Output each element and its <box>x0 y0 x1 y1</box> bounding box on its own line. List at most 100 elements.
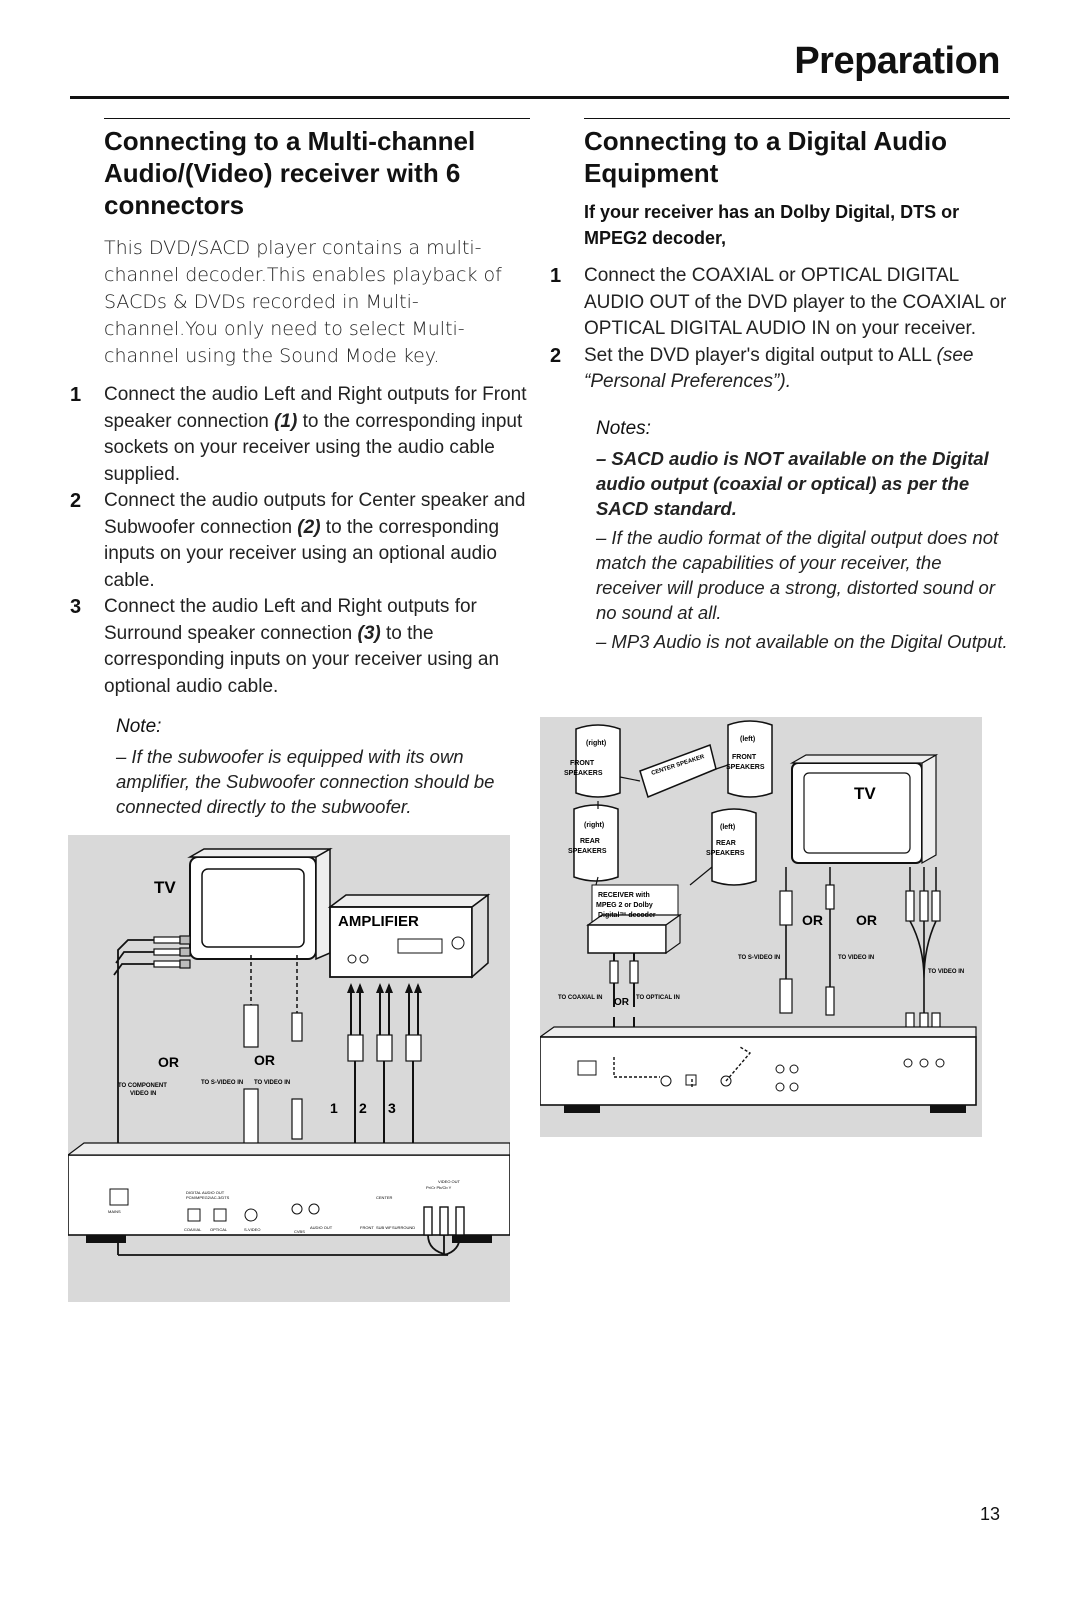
step-number: 1 <box>70 384 82 406</box>
title-line: Connecting to a Digital Audio <box>584 126 948 156</box>
video-cables <box>250 955 298 1015</box>
to-optical-in-label: TO OPTICAL IN <box>636 995 680 1001</box>
step-ref: (3) <box>357 622 381 644</box>
step-text: Connect the audio Left and Right outputs… <box>104 596 477 644</box>
front-speakers-label: SPEAKERS <box>726 764 765 771</box>
step-number: 2 <box>70 490 82 512</box>
notes-heading: Notes: <box>596 417 651 439</box>
video-plugs <box>243 1004 303 1150</box>
multichannel-connection-diagram: TV AMPLIFIER 1 2 3 OR OR TO COMPONENT <box>68 835 510 1302</box>
coaxial-label: COAXIAL <box>184 1227 202 1232</box>
digital-audio-out-sub-label: PCM/MPEG2/AC-3/DTS <box>186 1195 230 1200</box>
left-label: (left) <box>720 824 735 831</box>
front-speakers-label: FRONT <box>732 754 757 761</box>
note-item: – MP3 Audio is not available on the Digi… <box>596 630 1008 652</box>
step-ref: (1) <box>274 410 298 432</box>
to-svideo-in-label: TO S-VIDEO IN <box>201 1080 243 1086</box>
rear-left-speaker <box>711 808 757 886</box>
title-line: connectors <box>104 190 245 220</box>
left-section: Connecting to a Multi-channel Audio/(Vid… <box>70 118 530 819</box>
cvbs-label: CVBS <box>294 1229 305 1234</box>
digital-audio-connection-diagram: (right) FRONT SPEAKERS CENTER SPEAKER (l… <box>540 717 982 1137</box>
step-item: 1 Connect the audio Left and Right output… <box>70 382 530 488</box>
step-text: Connect the audio Left and Right outputs… <box>104 384 527 432</box>
step-text: Connect the audio outputs for Center spe… <box>104 490 526 538</box>
rear-speakers-label: SPEAKERS <box>706 850 745 857</box>
section-rule <box>584 118 1010 119</box>
front-left-speaker <box>727 720 773 798</box>
cable-number-1: 1 <box>330 1100 338 1116</box>
rear-speakers-label: SPEAKERS <box>568 848 607 855</box>
step-text: to the corresponding inputs on your rece… <box>104 622 500 697</box>
tv-set <box>789 753 939 865</box>
cable-number-3: 3 <box>388 1100 396 1116</box>
section-rule <box>104 118 530 119</box>
video-cable-runs <box>785 909 937 1013</box>
step-number: 2 <box>550 344 562 367</box>
to-video-in-label: TO VIDEO IN <box>254 1080 290 1086</box>
intro-paragraph: This DVD/SACD player contains a multi-ch… <box>104 237 502 367</box>
surround-label: SURROUND <box>392 1225 415 1230</box>
tv-input-plugs <box>153 935 191 969</box>
audio-out-label: AUDIO OUT <box>310 1225 333 1230</box>
dvd-player-rear-panel <box>68 1142 510 1243</box>
receiver-unit <box>586 884 682 955</box>
or-label-3: OR <box>856 912 877 928</box>
rear-right-speaker <box>573 804 619 882</box>
component-label: Pr/Cr Pb/Cb Y <box>426 1185 452 1190</box>
center-label: CENTER <box>376 1195 393 1200</box>
step-text: to the corresponding inputs on your rece… <box>104 516 500 591</box>
step-ref: (2) <box>297 516 321 538</box>
step-item: 2 Connect the audio outputs for Center sp… <box>70 488 530 594</box>
note-item: – SACD audio is NOT available on the Dig… <box>596 447 989 519</box>
note-item: – If the audio format of the digital out… <box>596 526 999 623</box>
step-ref-italic: (see “Personal Preferences”). <box>584 344 974 393</box>
step-text: to the corresponding input sockets on yo… <box>104 410 523 485</box>
video-out-label: VIDEO OUT <box>438 1179 461 1184</box>
page-number: 13 <box>979 1504 1000 1524</box>
right-section: Connecting to a Digital Audio Equipment … <box>550 118 1010 654</box>
step-item: 3 Connect the audio Left and Right output… <box>70 594 530 700</box>
step-number: 3 <box>70 596 82 618</box>
to-video-in-label-2: TO VIDEO IN <box>928 969 964 975</box>
decoder-subheading: If your receiver has an Dolby Digital, D… <box>584 202 960 248</box>
sub-wf-label: SUB WF <box>376 1225 392 1230</box>
component-cables <box>113 939 154 1255</box>
optical-label: OPTICAL <box>210 1227 228 1232</box>
video-cables <box>785 867 937 891</box>
or-label-2: OR <box>254 1052 275 1068</box>
tv-set <box>187 847 333 961</box>
note-heading: Note: <box>116 716 162 737</box>
left-label: (left) <box>740 736 755 743</box>
title-line: Audio/(Video) receiver with 6 <box>104 158 461 188</box>
speaker-wires <box>595 764 729 886</box>
rear-label: REAR <box>580 838 600 845</box>
right-label: (right) <box>586 740 606 747</box>
to-video-in-label: TO VIDEO IN <box>838 955 874 961</box>
video-in-label: VIDEO IN <box>130 1091 156 1097</box>
mains-label: MAINS <box>108 1209 121 1214</box>
or-label-2: OR <box>802 912 823 928</box>
component-plugs <box>423 1206 465 1236</box>
amplifier-unit <box>327 893 491 979</box>
or-label-1: OR <box>158 1054 179 1070</box>
step-number: 1 <box>550 265 562 287</box>
right-section-title: Connecting to a Digital Audio Equipment <box>584 125 1010 189</box>
or-label-1: OR <box>614 997 630 1008</box>
front-speakers-label: FRONT <box>570 760 595 767</box>
front-speakers-label: SPEAKERS <box>564 770 603 777</box>
dvd-player-rear-panel <box>540 1026 977 1113</box>
front-right-speaker <box>575 724 621 798</box>
note-item: – If the subwoofer is equipped with its … <box>116 746 495 817</box>
front-label: FRONT <box>360 1225 374 1230</box>
left-section-title: Connecting to a Multi-channel Audio/(Vid… <box>104 125 530 221</box>
receiver-label: RECEIVER with <box>598 892 650 899</box>
panel-cable-runs <box>613 1046 752 1087</box>
component-return-cable <box>118 1234 461 1256</box>
amplifier-label: AMPLIFIER <box>338 913 419 930</box>
title-line: Equipment <box>584 158 719 188</box>
